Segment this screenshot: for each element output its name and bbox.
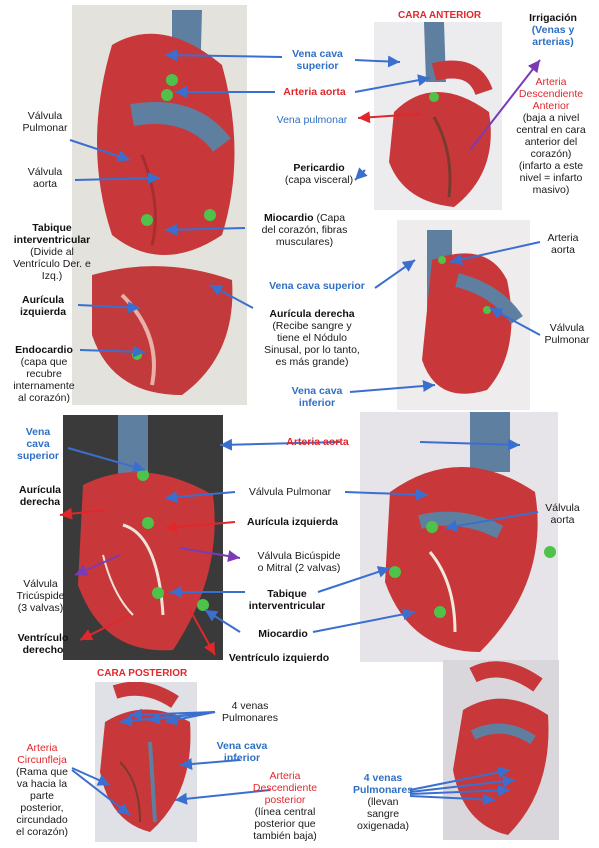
label-arteria-descendiente-posterior: Arteria Descendiente posterior(línea cen… xyxy=(252,770,318,842)
label-valvula-pulmonar-2: Válvula Pulmonar xyxy=(544,322,590,346)
label-irrigacion: Irrigación(Venas y arterias) xyxy=(529,12,577,48)
photo-heart-right-side xyxy=(397,220,530,410)
label-4-venas-pulmonares-2: 4 venas Pulmonares(llevan sangre oxigena… xyxy=(352,772,414,832)
label-valvula-tricuspide: Válvula Tricúspide (3 valvas) xyxy=(16,578,65,614)
photo-heart-section-top-left xyxy=(72,5,247,405)
photo-heart-interior-left xyxy=(63,415,223,660)
label-ventriculo-derecho: Ventrículo derecho xyxy=(17,632,69,656)
label-arteria-aorta-3: Arteria aorta xyxy=(286,436,349,448)
photo-heart-posterior xyxy=(95,682,197,842)
label-valvula-aorta: Válvula aorta xyxy=(27,166,63,190)
label-valvula-pulmonar: Válvula Pulmonar xyxy=(22,110,68,134)
label-valvula-pulmonar-3: Válvula Pulmonar xyxy=(248,486,332,498)
label-miocardio-2: Miocardio xyxy=(258,628,308,640)
label-auricula-derecha: Aurícula derecha(Recibe sangre y tiene e… xyxy=(264,308,360,368)
photo-heart-anterior xyxy=(374,22,502,210)
label-vena-cava-inferior-2: Vena cava inferior xyxy=(216,740,268,764)
label-vena-cava-superior-2: Vena cava superior xyxy=(269,280,365,292)
title-cara-posterior: CARA POSTERIOR xyxy=(97,668,188,679)
label-tabique-interventricular: Tabique interventricular(Divide al Ventr… xyxy=(13,222,91,282)
label-valvula-aorta-2: Válvula aorta xyxy=(545,502,580,526)
label-vena-cava-inferior: Vena cava inferior xyxy=(291,385,343,409)
label-auricula-izquierda: Aurícula izquierda xyxy=(19,294,67,318)
label-vena-cava-superior-3: Vena cava superior xyxy=(16,426,59,462)
title-cara-anterior: CARA ANTERIOR xyxy=(398,10,482,21)
label-pericardio: Pericardio(capa visceral) xyxy=(284,162,354,186)
label-arteria-circunfleja: Arteria Circunfleja(Rama que va hacia la… xyxy=(16,742,68,838)
label-tabique-interventricular-2: Tabique interventricular xyxy=(248,588,326,612)
photo-heart-posterior-2 xyxy=(443,660,559,840)
label-vena-pulmonar: Vena pulmonar xyxy=(276,114,348,126)
label-ventriculo-izquierdo: Ventrículo izquierdo xyxy=(228,652,330,664)
label-valvula-bicuspide: Válvula Bicúspide o Mitral (2 valvas) xyxy=(257,550,341,574)
label-auricula-izquierda-2: Aurícula izquierda xyxy=(246,516,339,528)
photo-heart-interior-right xyxy=(360,412,558,662)
label-4-venas-pulmonares: 4 venas Pulmonares xyxy=(221,700,279,724)
label-auricula-derecha-2: Aurícula derecha xyxy=(18,484,61,508)
label-arteria-aorta-2: Arteria aorta xyxy=(547,232,579,256)
label-arteria-descendiente-anterior: Arteria Descendiente Anterior(baja a niv… xyxy=(516,76,586,196)
label-vena-cava-superior: Vena cava superior xyxy=(292,48,343,72)
label-miocardio: Miocardio (Capa del corazón, fibras musc… xyxy=(261,212,348,248)
label-endocardio: Endocardio(capa que recubre internamente… xyxy=(13,344,75,404)
label-arteria-aorta: Arteria aorta xyxy=(283,86,346,98)
